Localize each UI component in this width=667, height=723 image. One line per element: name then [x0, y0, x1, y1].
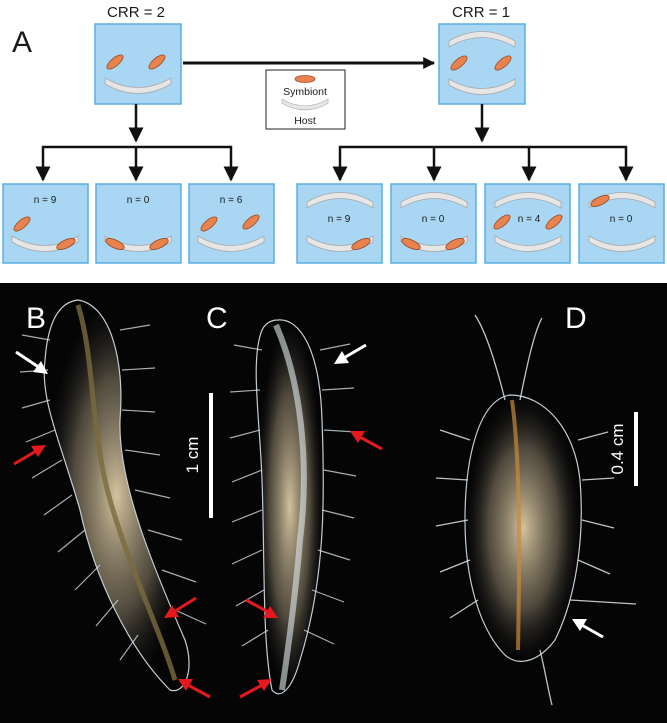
crr2-tree-lines: [35, 104, 239, 182]
worm-d-illustration: [435, 314, 637, 706]
outcome-count: n = 4: [518, 214, 541, 225]
crr1-parent-box: [438, 23, 526, 105]
symbiont-icon: [148, 54, 166, 70]
scale-label-c: 1 cm: [183, 437, 202, 474]
symbiont-icon: [106, 54, 124, 70]
crr1-outcome-box-1: n = 9: [296, 183, 383, 264]
symbiont-icon: [494, 55, 512, 71]
red-arrow-c-3: [239, 679, 272, 699]
symbiont-icon: [200, 216, 218, 232]
crr1-outcome-box-4: n = 0: [578, 183, 665, 264]
white-arrow-d: [572, 619, 604, 639]
crr1-label: CRR = 1: [452, 4, 510, 21]
crr1-outcome-box-3: n = 4: [484, 183, 571, 264]
symbiont-icon: [242, 214, 260, 230]
crr1-tree-lines: [332, 104, 634, 182]
worm-b-illustration: [19, 299, 207, 692]
outcome-count: n = 9: [34, 195, 57, 206]
panel-c-letter: C: [206, 302, 228, 335]
symbiont-icon: [401, 238, 421, 250]
symbiont-icon: [105, 238, 125, 250]
panel-d-letter: D: [565, 302, 587, 335]
panel-a: A CRR = 2 CRR = 1 Symbiont Host: [2, 4, 665, 264]
crr2-outcome-box-1: n = 9: [2, 183, 89, 264]
worm-c-illustration: [229, 319, 357, 695]
outcome-count: n = 0: [610, 214, 633, 225]
panel-b-letter: B: [26, 302, 46, 335]
crr2-outcome-box-2: n = 0: [95, 183, 182, 264]
legend-symbiont-label: Symbiont: [283, 86, 327, 98]
symbiont-icon: [56, 238, 76, 250]
red-arrow-c-2: [245, 598, 278, 618]
symbiont-icon: [13, 216, 31, 232]
crr1-outcome-box-2: n = 0: [390, 183, 477, 264]
symbiont-icon: [445, 238, 465, 250]
symbiont-icon: [351, 238, 371, 250]
panel-a-letter: A: [12, 26, 32, 59]
photo-panel: B C D 1 cm 0.4 cm: [0, 283, 667, 723]
symbiont-icon: [545, 214, 563, 230]
scale-bar-c: 1 cm: [183, 393, 213, 518]
legend-host-label: Host: [294, 115, 316, 127]
white-arrow-c: [334, 343, 367, 364]
outcome-count: n = 0: [127, 195, 150, 206]
crr2-label: CRR = 2: [107, 4, 165, 21]
scale-label-d: 0.4 cm: [608, 423, 627, 474]
symbiont-icon: [590, 195, 610, 207]
scale-bar-d: 0.4 cm: [608, 412, 638, 486]
legend-symbiont-icon: [294, 75, 316, 83]
red-arrow-b-2: [164, 596, 197, 618]
red-arrow-b-1: [13, 445, 46, 466]
crr2-parent-box: [94, 23, 182, 105]
symbiont-icon: [149, 238, 169, 250]
outcome-count: n = 6: [220, 195, 243, 206]
symbiont-icon: [493, 214, 511, 230]
white-arrow-b: [15, 350, 48, 374]
red-arrow-b-3: [178, 679, 211, 699]
outcome-count: n = 0: [422, 214, 445, 225]
symbiont-icon: [450, 55, 468, 71]
legend-box: Symbiont Host: [265, 69, 346, 130]
red-arrow-c-1: [350, 431, 383, 451]
outcome-count: n = 9: [328, 214, 351, 225]
crr2-outcome-box-3: n = 6: [188, 183, 275, 264]
